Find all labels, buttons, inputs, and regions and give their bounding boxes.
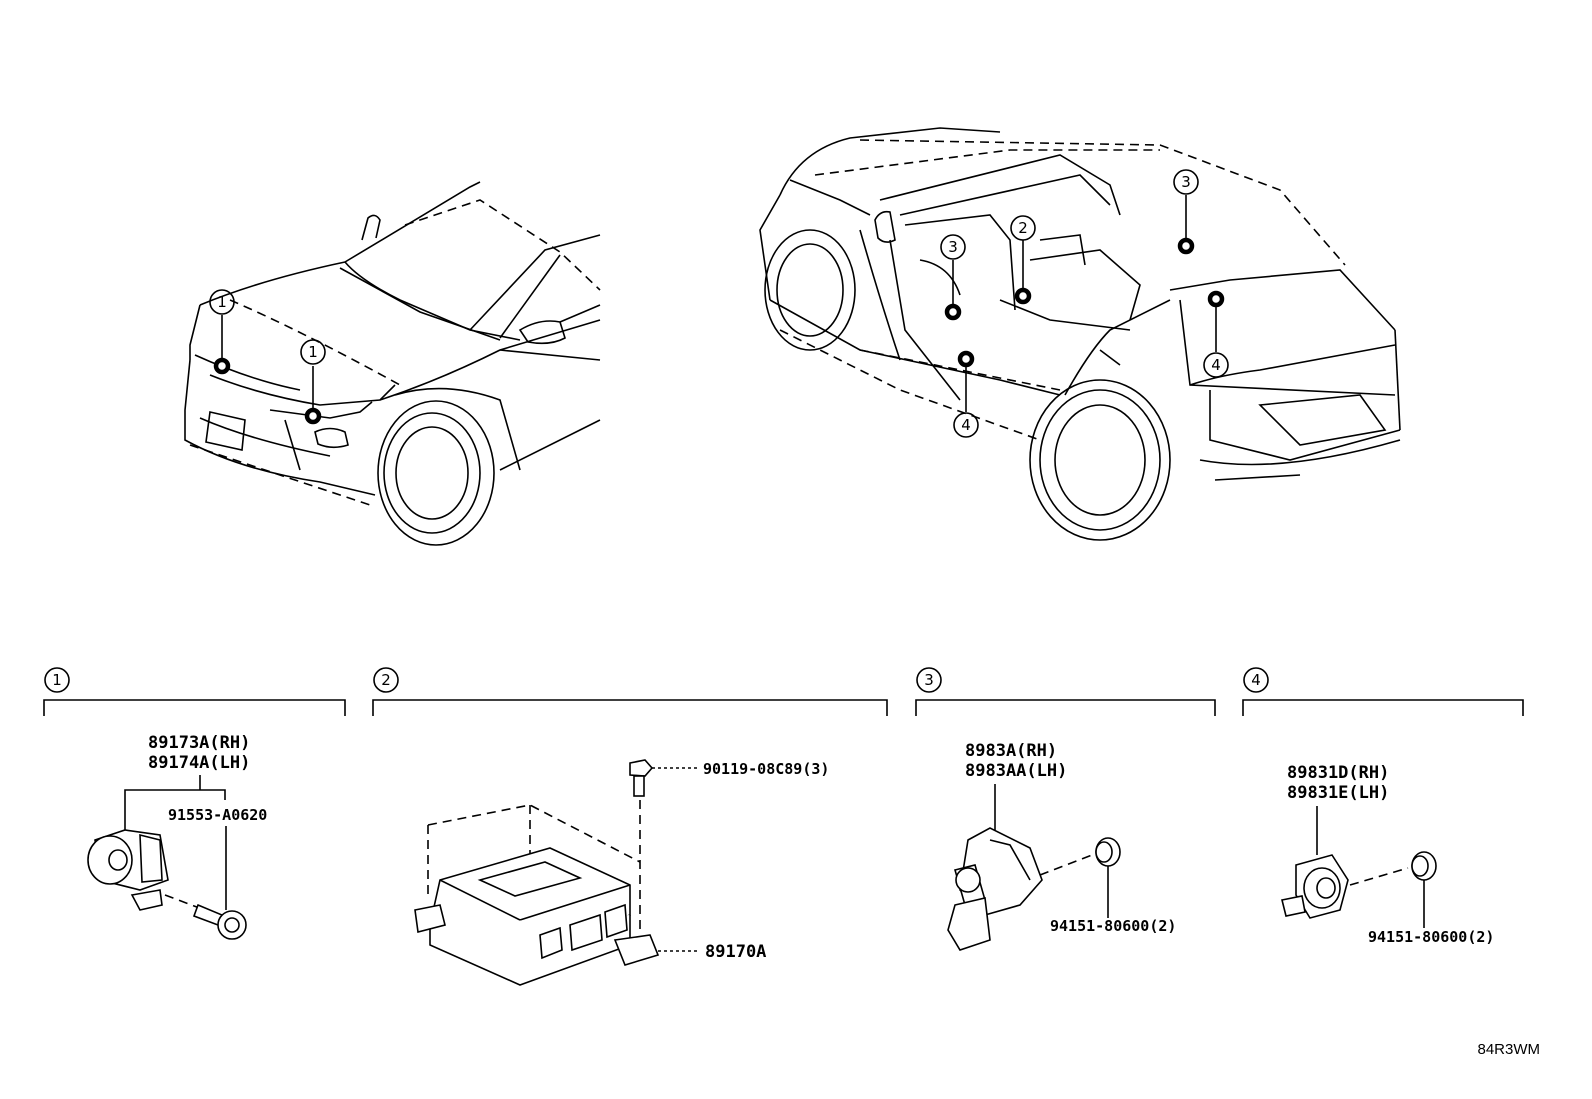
section-1-parts: 89173A(RH) 89174A(LH) 91553-A0620 — [87, 733, 267, 940]
section-2-parts: 90119-08C89(3) 89170A — [414, 759, 829, 986]
part-89170a-label: 89170A — [705, 942, 766, 962]
part-94151-label-a: 94151-80600(2) — [1050, 917, 1176, 935]
part-89173a-label: 89173A(RH) — [148, 733, 250, 753]
section-headers: 1 2 3 4 — [43, 667, 1524, 716]
part-89174a-label: 89174A(LH) — [148, 753, 250, 773]
callout-number-1b: 1 — [308, 343, 318, 361]
part-8983a-label: 8983A(RH) — [965, 741, 1057, 761]
section-2-number: 2 — [381, 671, 391, 689]
section-1-number: 1 — [52, 671, 62, 689]
callout-number-2: 2 — [1018, 219, 1028, 237]
front-car-illustration: 1 1 — [184, 181, 601, 546]
rear-car-illustration: 3 2 3 4 4 — [759, 127, 1401, 541]
part-89831e-label: 89831E(LH) — [1287, 783, 1389, 803]
bolt-90119 — [629, 759, 654, 797]
bolt-91553 — [192, 903, 247, 940]
rear-airbag-sensor — [1281, 854, 1349, 919]
illustration-code: 84R3WM — [1477, 1041, 1540, 1058]
nut-94151-b — [1411, 851, 1437, 881]
callout-number-3a: 3 — [1181, 173, 1191, 191]
airbag-ecu — [414, 847, 660, 986]
nut-94151-a — [1095, 837, 1121, 867]
callout-number-4a: 4 — [1211, 356, 1221, 374]
section-3-parts: 8983A(RH) 8983AA(LH) 94151-80600(2) — [947, 741, 1176, 951]
section-3-number: 3 — [924, 671, 934, 689]
part-94151-label-b: 94151-80600(2) — [1368, 928, 1494, 946]
section-4-number: 4 — [1251, 671, 1261, 689]
callout-number-1a: 1 — [217, 293, 227, 311]
part-89831d-label: 89831D(RH) — [1287, 763, 1389, 783]
part-91553-label: 91553-A0620 — [168, 806, 267, 824]
callout-number-3b: 3 — [948, 238, 958, 256]
part-8983aa-label: 8983AA(LH) — [965, 761, 1067, 781]
part-90119-label: 90119-08C89(3) — [703, 760, 829, 778]
front-airbag-sensor — [87, 829, 169, 911]
callout-number-4b: 4 — [961, 416, 971, 434]
side-airbag-sensor — [947, 827, 1043, 951]
section-4-parts: 89831D(RH) 89831E(LH) 94151-80600(2) — [1281, 763, 1494, 946]
